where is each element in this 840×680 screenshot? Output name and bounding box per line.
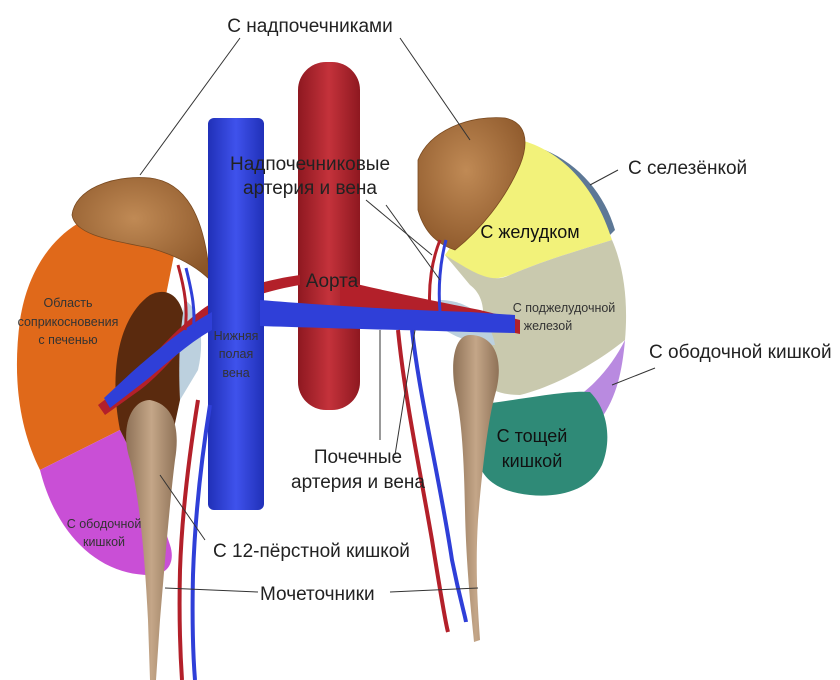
label-renal-vessels-line2: артерия и вена — [291, 472, 425, 493]
label-ureters: Мочеточники — [260, 584, 375, 605]
label-ivc-line3: вена — [222, 366, 249, 380]
label-aorta: Аорта — [306, 271, 359, 292]
label-adrenals: С надпочечниками — [227, 16, 392, 37]
label-duodenum: С 12-пёрстной кишкой — [213, 541, 410, 562]
label-colon-right: С ободочной кишкой — [649, 342, 832, 363]
label-pancreas-line2: железой — [524, 319, 572, 333]
label-liver-line2: соприкосновения — [18, 315, 119, 329]
left-kidney — [17, 210, 201, 680]
label-ivc-line1: Нижняя — [214, 329, 259, 343]
label-renal-vessels-line1: Почечные — [314, 447, 402, 468]
label-adrenal-vessels-line1: Надпочечниковые — [230, 154, 390, 175]
label-colon-left-line2: кишкой — [83, 535, 125, 549]
label-jejunum-line1: С тощей — [497, 426, 568, 446]
label-pancreas-line1: С поджелудочной — [513, 301, 616, 315]
label-colon-left-line1: С ободочной — [67, 517, 142, 531]
label-adrenal-vessels-line2: артерия и вена — [243, 178, 377, 199]
label-stomach: С желудком — [480, 222, 579, 242]
label-ivc-line2: полая — [219, 347, 253, 361]
label-liver-line3: с печенью — [38, 333, 97, 347]
label-spleen: С селезёнкой — [628, 158, 747, 179]
label-liver-line1: Область — [43, 296, 92, 310]
label-jejunum-line2: кишкой — [502, 451, 563, 471]
